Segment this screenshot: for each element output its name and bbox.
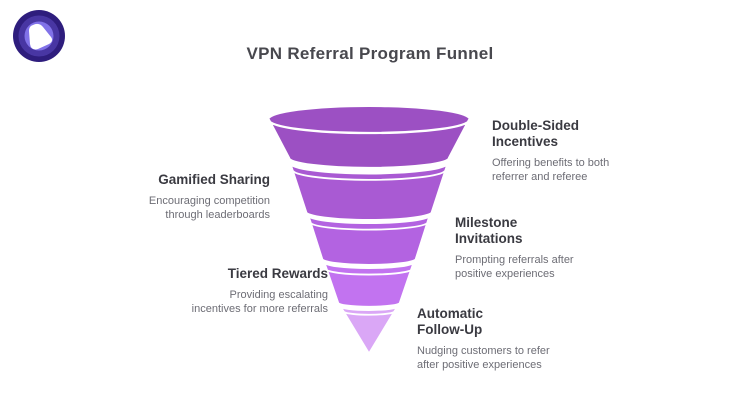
stage-label-gamified-sharing: Gamified Sharing Encouraging competition… xyxy=(149,172,270,223)
vpn-brand-logo-icon xyxy=(13,10,65,62)
stage-description: Providing escalating incentives for more… xyxy=(191,288,328,316)
funnel-segment-4 xyxy=(322,260,416,309)
funnel-segment-5 xyxy=(338,304,400,356)
funnel-segment-3 xyxy=(306,213,432,267)
funnel-segment-5-rim-line xyxy=(343,311,395,316)
stage-description: Nudging customers to refer after positiv… xyxy=(417,344,550,372)
stage-label-automatic-follow-up: Automatic Follow-Up Nudging customers to… xyxy=(417,306,550,373)
stage-title: Gamified Sharing xyxy=(158,172,270,187)
stage-label-double-sided-incentives: Double-Sided Incentives Offering benefit… xyxy=(492,118,609,185)
stage-title: Tiered Rewards xyxy=(227,266,328,281)
funnel-segment-2 xyxy=(288,161,450,222)
stage-description: Encouraging competition through leaderbo… xyxy=(148,194,270,222)
stage-label-milestone-invitations: Milestone Invitations Prompting referral… xyxy=(455,215,574,282)
page-title: VPN Referral Program Funnel xyxy=(246,44,494,63)
funnel-segment-1 xyxy=(267,118,471,170)
logo-core-shape xyxy=(29,23,53,50)
stage-title: Automatic Follow-Up xyxy=(417,306,484,337)
funnel-segment-4-rim-line xyxy=(325,268,413,276)
stage-description: Offering benefits to both referrer and r… xyxy=(492,156,610,184)
stage-title: Double-Sided Incentives xyxy=(492,118,579,149)
funnel-segment-3-rim-line xyxy=(309,221,429,231)
stage-title: Milestone Invitations xyxy=(455,215,523,246)
funnel-segment-2-rim-line xyxy=(292,170,446,181)
funnel-top-opening xyxy=(269,107,469,133)
stage-description: Prompting referrals after positive exper… xyxy=(455,253,574,281)
stage-label-tiered-rewards: Tiered Rewards Providing escalating ince… xyxy=(192,266,328,317)
